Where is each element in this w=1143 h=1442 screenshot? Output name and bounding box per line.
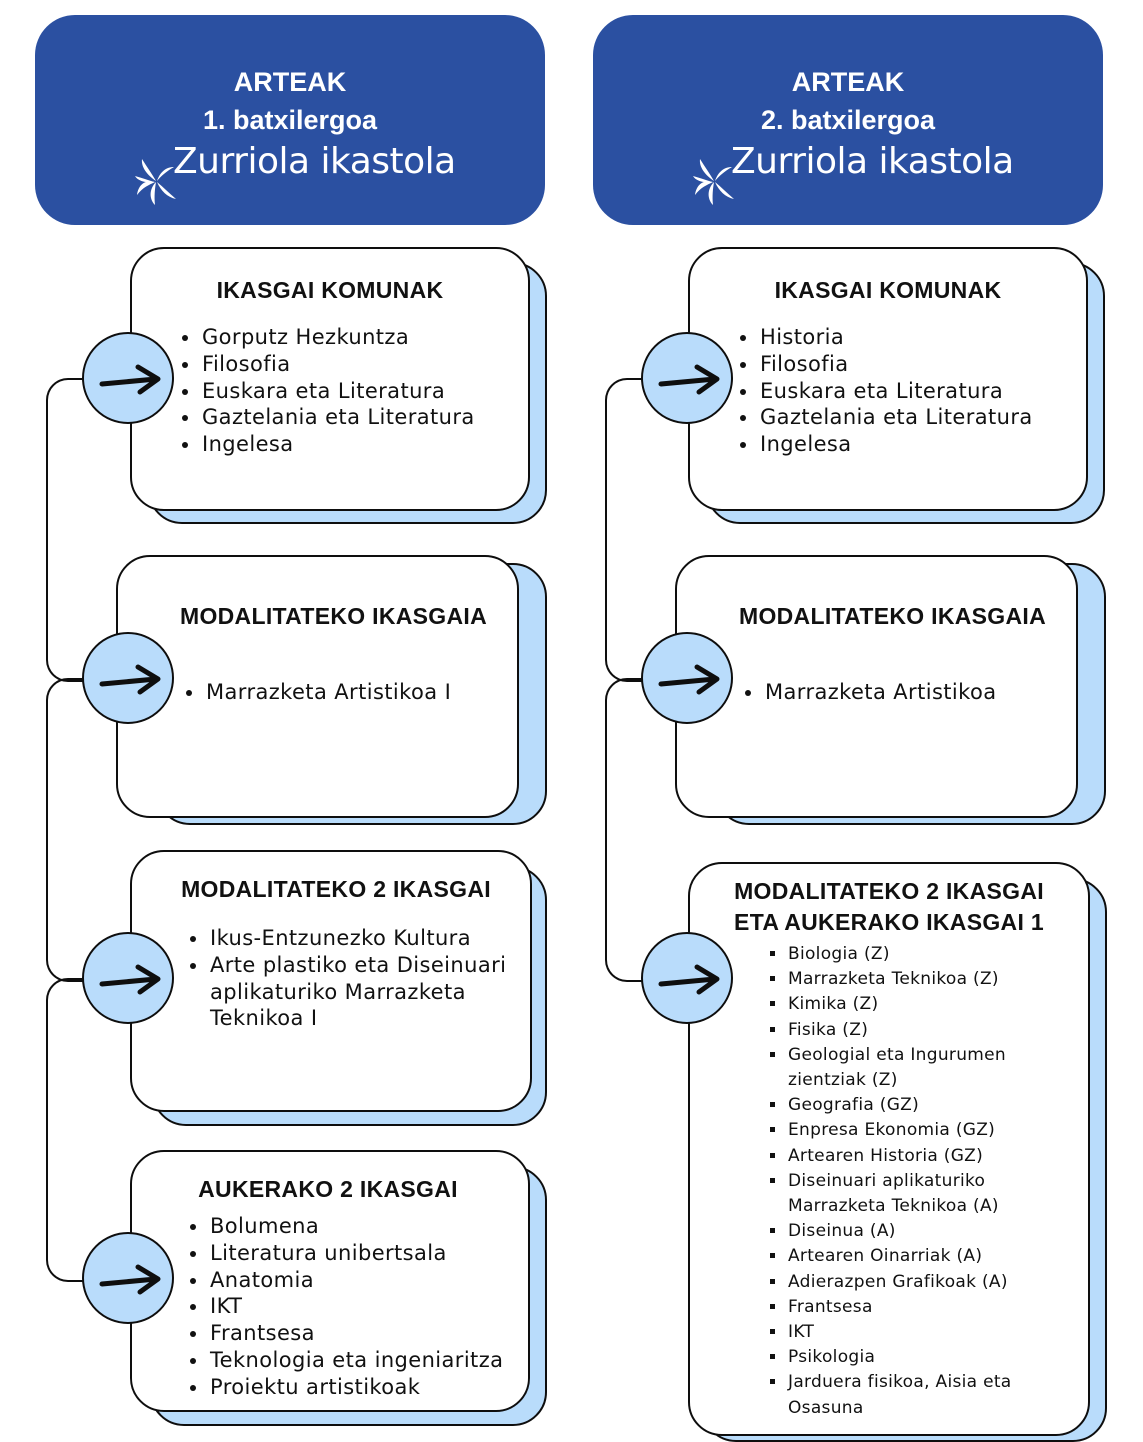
brand-name: Zurriola ikastola [731, 141, 1014, 182]
card-modality-subject: MODALITATEKO IKASGAIA Marrazketa Artisti… [116, 555, 519, 818]
card-title: MODALITATEKO IKASGAIA [739, 603, 1046, 629]
arrow-circle [82, 932, 174, 1024]
card-modality-two-subjects: MODALITATEKO 2 IKASGAI Ikus-Entzunezko K… [130, 850, 532, 1112]
arrow-right-icon [658, 364, 720, 395]
arrow-right-icon [658, 964, 720, 995]
swirl-logo-icon [693, 159, 734, 205]
list-item: Marrazketa Teknikoa (Z) [768, 967, 1048, 992]
header-right: ARTEAK 2. batxilergoa Zurriola ikastola [593, 15, 1103, 225]
list-item: Ingelesa [180, 431, 528, 458]
arrow-right-icon [99, 364, 161, 395]
list-item: Adierazpen Grafikoak (A) [768, 1270, 1048, 1295]
arrow-right-icon [99, 664, 161, 695]
connector-line [605, 678, 647, 982]
list-item: Geologial eta Ingurumen zientziak (Z) [768, 1043, 1048, 1093]
list-item: Jarduera fisikoa, Aisia eta Osasuna [768, 1370, 1048, 1420]
list-item: Fisika (Z) [768, 1018, 1048, 1043]
list-item: Marrazketa Artistikoa I [184, 679, 517, 706]
connector-line [46, 378, 88, 682]
card-common-subjects: IKASGAI KOMUNAK Gorputz Hezkuntza Filoso… [130, 247, 530, 511]
list-item: Literatura unibertsala [188, 1240, 528, 1267]
brand-name: Zurriola ikastola [173, 141, 456, 182]
arrow-circle [82, 1232, 174, 1324]
card-common-subjects: IKASGAI KOMUNAK Historia Filosofia Euska… [688, 247, 1088, 511]
arrow-circle [82, 332, 174, 424]
header-left: ARTEAK 1. batxilergoa Zurriola ikastola [35, 15, 545, 225]
list-item: Psikologia [768, 1345, 1048, 1370]
header-subtitle: 1. batxilergoa [202, 105, 378, 135]
arrow-circle [82, 632, 174, 724]
list-item: Filosofia [738, 351, 1086, 378]
connector-line [605, 378, 647, 682]
list-item: Euskara eta Literatura [180, 378, 528, 405]
arrow-circle [641, 932, 733, 1024]
list-item: Arte plastiko eta Diseinuari aplikaturik… [188, 952, 518, 1032]
arrow-right-icon [99, 964, 161, 995]
card-title: MODALITATEKO IKASGAIA [180, 603, 487, 629]
brand-logo: Zurriola ikastola [135, 141, 456, 205]
list-item: Filosofia [180, 351, 528, 378]
card-modality-and-optional-subjects: MODALITATEKO 2 IKASGAI ETA AUKERAKO IKAS… [688, 862, 1090, 1436]
list-item: Euskara eta Literatura [738, 378, 1086, 405]
list-item: Geografia (GZ) [768, 1093, 1048, 1118]
arrow-right-icon [99, 1264, 161, 1295]
list-item: Artearen Historia (GZ) [768, 1144, 1048, 1169]
list-item: Gaztelania eta Literatura [738, 404, 1086, 431]
list-item: Frantsesa [188, 1320, 528, 1347]
list-item: Historia [738, 324, 1086, 351]
arrow-circle [641, 632, 733, 724]
list-item: Biologia (Z) [768, 942, 1048, 967]
list-item: Ingelesa [738, 431, 1086, 458]
card-title: IKASGAI KOMUNAK [774, 277, 1002, 303]
list-item: Proiektu artistikoak [188, 1374, 528, 1401]
card-title: MODALITATEKO 2 IKASGAI [734, 878, 1044, 904]
list-item: Gorputz Hezkuntza [180, 324, 528, 351]
connector-line [46, 978, 88, 1282]
card-title: IKASGAI KOMUNAK [216, 277, 444, 303]
list-item: Ikus-Entzunezko Kultura [188, 925, 518, 952]
list-item: Frantsesa [768, 1295, 1048, 1320]
list-item: Teknologia eta ingeniaritza [188, 1347, 528, 1374]
card-title: MODALITATEKO 2 IKASGAI [181, 876, 491, 902]
card-optional-two-subjects: AUKERAKO 2 IKASGAI Bolumena Literatura u… [130, 1150, 530, 1412]
list-item: Bolumena [188, 1213, 528, 1240]
header-title: ARTEAK [233, 67, 347, 97]
header-subtitle: 2. batxilergoa [760, 105, 936, 135]
brand-logo: Zurriola ikastola [693, 141, 1014, 205]
list-item: Kimika (Z) [768, 992, 1048, 1017]
connector-line [46, 678, 88, 982]
card-title: ETA AUKERAKO IKASGAI 1 [734, 909, 1044, 935]
list-item: IKT [768, 1320, 1048, 1345]
header-title: ARTEAK [791, 67, 905, 97]
arrow-circle [641, 332, 733, 424]
list-item: Enpresa Ekonomia (GZ) [768, 1118, 1048, 1143]
arrow-right-icon [658, 664, 720, 695]
list-item: Marrazketa Artistikoa [743, 679, 1076, 706]
list-item: Gaztelania eta Literatura [180, 404, 528, 431]
swirl-logo-icon [135, 159, 176, 205]
list-item: Diseinua (A) [768, 1219, 1048, 1244]
list-item: Artearen Oinarriak (A) [768, 1244, 1048, 1269]
card-title: AUKERAKO 2 IKASGAI [198, 1176, 458, 1202]
list-item: Diseinuari aplikaturiko Marrazketa Tekni… [768, 1169, 1048, 1219]
card-modality-subject: MODALITATEKO IKASGAIA Marrazketa Artisti… [675, 555, 1078, 818]
list-item: IKT [188, 1293, 528, 1320]
list-item: Anatomia [188, 1267, 528, 1294]
